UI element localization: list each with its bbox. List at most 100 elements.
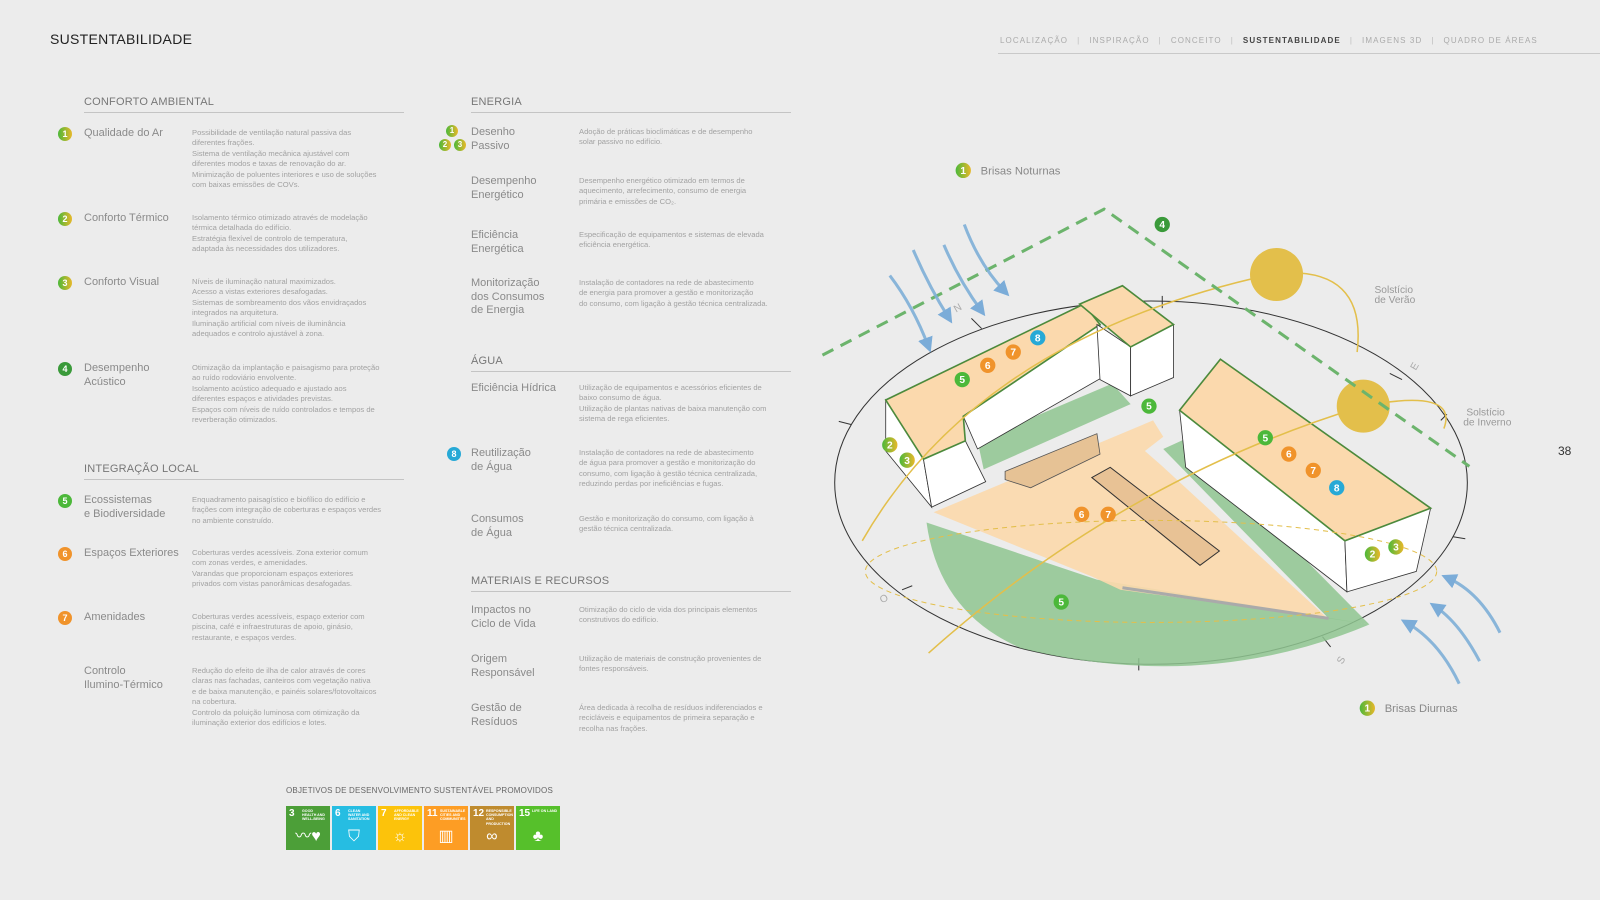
heartbeat-icon: 〰♥ xyxy=(295,828,321,845)
section-divider xyxy=(471,112,791,113)
nav-link-imagens-3d[interactable]: IMAGENS 3D xyxy=(1362,36,1423,45)
marker-circle xyxy=(1030,330,1046,346)
marker-circle xyxy=(1305,462,1321,479)
item-title: Amenidades xyxy=(84,611,146,623)
marker-circle xyxy=(1005,344,1021,360)
marker-circle xyxy=(1073,506,1090,522)
water-icon: ⛉ xyxy=(347,828,360,845)
sdg-number: 11 xyxy=(427,808,438,819)
wind-arrows-night xyxy=(888,223,1010,353)
marker-number: 6 xyxy=(1286,450,1292,461)
marker-circle xyxy=(899,452,915,468)
marker-circle xyxy=(1257,430,1273,446)
nav-link-localiza-o[interactable]: LOCALIZAÇÃO xyxy=(1000,36,1069,45)
diagram-marker-5: 5 xyxy=(1053,594,1069,610)
compass-s: S xyxy=(1335,655,1348,667)
marker-number: 7 xyxy=(1010,348,1016,359)
sdg-number: 7 xyxy=(381,808,387,819)
section-heading: CONFORTO AMBIENTAL xyxy=(84,96,215,108)
diagram-marker-8: 8 xyxy=(1030,330,1046,346)
item-title: Reutilização de Água xyxy=(471,447,531,473)
item-description: Especificação de equipamentos e sistemas… xyxy=(579,230,764,250)
marker-circle xyxy=(1154,216,1170,233)
tree-icon: ♣ xyxy=(532,828,544,845)
nav-link-conceito[interactable]: CONCEITO xyxy=(1170,36,1222,45)
solsticio-verao-label-1: Solstício xyxy=(1374,285,1413,296)
sdg-title: RESPONSIBLE CONSUMPTION AND PRODUCTION xyxy=(486,809,513,826)
item-description: Gestão e monitorização do consumo, com l… xyxy=(579,514,754,534)
marker-number: 5 xyxy=(1146,402,1152,413)
marker-number: 7 xyxy=(1105,510,1111,521)
item-description: Possibilidade de ventilação natural pass… xyxy=(192,128,377,190)
marker-circle xyxy=(1329,480,1345,496)
sdg-number: 12 xyxy=(473,808,485,819)
item-title: Conforto Térmico xyxy=(84,212,169,224)
item-description: Utilização de equipamentos e acessórios … xyxy=(579,383,767,424)
section-divider xyxy=(471,591,791,592)
item-title: Impactos no Ciclo de Vida xyxy=(471,604,536,630)
marker-number: 6 xyxy=(1079,510,1085,521)
marker-number: 1 xyxy=(960,166,966,177)
marker-circle xyxy=(954,371,970,388)
badge-2-icon: 2 xyxy=(58,212,72,226)
marker-circle xyxy=(1053,594,1069,610)
item-description: Otimização do ciclo de vida dos principa… xyxy=(579,605,758,625)
item-title: Eficiência Hídrica xyxy=(471,382,556,394)
building-east xyxy=(1178,358,1433,593)
marker-number: 5 xyxy=(959,375,965,386)
diagram-marker-1: 1 xyxy=(1359,700,1375,716)
diagram-marker-2: 2 xyxy=(1364,546,1381,562)
diagram-marker-6: 6 xyxy=(980,357,996,373)
nav-link-quadro-de-reas[interactable]: QUADRO DE ÁREAS xyxy=(1443,36,1538,45)
brisas-noturnas-label: Brisas Noturnas xyxy=(981,165,1061,177)
marker-number: 3 xyxy=(1393,543,1399,554)
compass-ticks xyxy=(838,295,1466,671)
item-description: Instalação de contadores na rede de abas… xyxy=(579,448,758,489)
nav-separator: | xyxy=(1158,36,1162,45)
badge-8-icon: 8 xyxy=(447,447,461,461)
sdg-title: CLEAN WATER AND SANITATION xyxy=(348,809,370,822)
item-description: Níveis de iluminação natural maximizados… xyxy=(192,277,367,339)
top-navigation: LOCALIZAÇÃO | INSPIRAÇÃO | CONCEITO | SUSTENTA… xyxy=(1000,36,1538,45)
lawn-strip xyxy=(1163,438,1370,625)
marker-circle xyxy=(955,162,971,179)
marker-number: 8 xyxy=(1334,483,1340,494)
item-description: Coberturas verdes acessíveis, espaço ext… xyxy=(192,612,365,642)
sdg-title: SUSTAINABLE CITIES AND COMMUNITIES xyxy=(440,809,466,822)
section-heading: ENERGIA xyxy=(471,96,522,108)
item-description: Otimização da implantação e paisagismo p… xyxy=(192,363,380,425)
badge-1-icon: 1 xyxy=(58,127,72,141)
sun-path-summer xyxy=(861,272,1359,542)
item-title: Gestão de Resíduos xyxy=(471,702,522,728)
diagram-marker-2: 2 xyxy=(882,437,898,453)
marker-number: 2 xyxy=(1370,550,1376,561)
section-divider xyxy=(84,112,404,113)
compass-o: O xyxy=(878,593,890,607)
nav-link-sustentabilidade[interactable]: SUSTENTABILIDADE xyxy=(1242,36,1341,45)
item-title: Consumos de Água xyxy=(471,513,524,539)
marker-number: 5 xyxy=(1058,598,1064,609)
section-heading: ÁGUA xyxy=(471,355,503,367)
diagram-marker-7: 7 xyxy=(1005,344,1021,360)
city-icon: ▥ xyxy=(438,828,454,845)
nav-link-inspira-o[interactable]: INSPIRAÇÃO xyxy=(1089,36,1150,45)
item-title: Desempenho Energético xyxy=(471,175,537,201)
marker-circle xyxy=(1281,446,1297,462)
marker-number: 5 xyxy=(1262,433,1268,444)
nav-separator: | xyxy=(1349,36,1354,45)
item-description: Utilização de materiais de construção pr… xyxy=(579,654,762,674)
page-title: SUSTENTABILIDADE xyxy=(50,31,193,47)
item-title: Desenho Passivo xyxy=(471,126,516,152)
item-description: Desempenho energético otimizado em termo… xyxy=(579,176,747,206)
compass-e: E xyxy=(1409,361,1422,373)
nav-separator: | xyxy=(1431,36,1435,45)
marker-circle xyxy=(1359,700,1375,716)
marker-number: 7 xyxy=(1310,466,1316,477)
sdg-title: LIFE ON LAND xyxy=(532,809,558,813)
item-title: Controlo Ilumino-Térmico xyxy=(84,665,163,691)
sun-winter-icon xyxy=(1336,379,1390,433)
marker-number: 2 xyxy=(887,440,893,451)
badge-7-icon: 7 xyxy=(58,611,72,625)
